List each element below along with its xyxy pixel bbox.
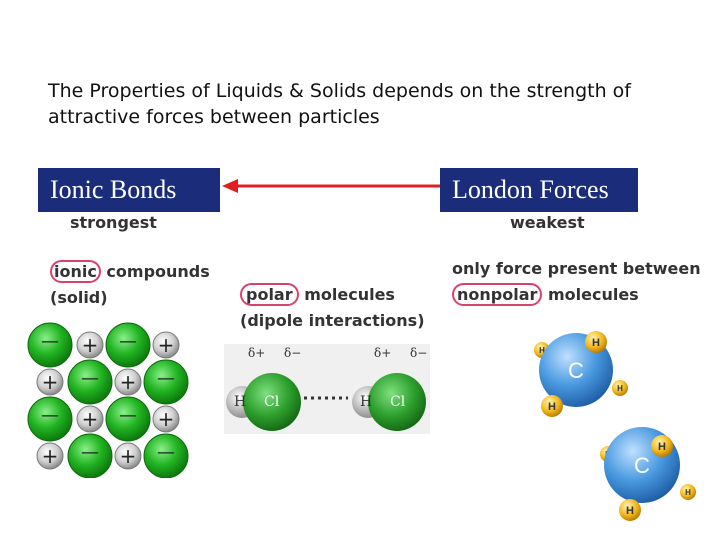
anion-sphere — [143, 433, 189, 478]
plus-sign: + — [120, 444, 137, 468]
anion-sphere — [143, 359, 189, 405]
plus-sign: + — [158, 333, 175, 357]
cation-sphere — [76, 405, 104, 433]
minus-sign: — — [41, 331, 59, 352]
plus-sign: + — [82, 333, 99, 357]
methane-molecules: HHCHHHHCHH — [534, 331, 696, 521]
hydrogen-atom — [651, 435, 673, 457]
london-strength: weakest — [510, 213, 585, 232]
plus-sign: + — [42, 370, 59, 394]
hcl-right-cl-label: Cl — [390, 394, 406, 410]
cation-sphere — [152, 405, 180, 433]
polar-description: polar molecules (dipole interactions) — [240, 282, 425, 334]
plus-sign: + — [82, 407, 99, 431]
carbon-label: C — [634, 453, 650, 478]
ionic-solid-text: (solid) — [50, 288, 108, 307]
hydrogen-label: H — [626, 505, 634, 517]
minus-sign: — — [81, 368, 99, 389]
hydrogen-label: H — [539, 346, 545, 355]
hydrogen-label: H — [685, 488, 691, 497]
nonpolar-molecules-text: molecules — [547, 285, 639, 304]
anion-sphere — [105, 396, 151, 442]
hydrogen-atom — [680, 484, 696, 500]
anion-sphere — [67, 433, 113, 478]
hydrogen-atom — [612, 380, 628, 396]
anion-sphere — [27, 322, 73, 368]
ionic-bonds-box: Ionic Bonds — [38, 168, 220, 212]
hydrogen-atom — [619, 499, 641, 521]
minus-sign: — — [157, 368, 175, 389]
hydrogen-label: H — [548, 401, 556, 413]
hcl-dipole-panel: δ+ δ− δ+ δ− H Cl H Cl — [224, 344, 430, 434]
anion-sphere — [105, 322, 151, 368]
cation-sphere — [76, 331, 104, 359]
minus-sign: — — [119, 405, 137, 426]
cation-sphere — [152, 331, 180, 359]
london-description: only force present between nonpolar mole… — [452, 256, 701, 308]
hcl-left-cl-atom — [243, 373, 301, 431]
ionic-description: ionic compounds (solid) — [50, 259, 210, 311]
hcl-left-h-label: H — [234, 394, 247, 410]
delta-plus-left: δ+ — [248, 346, 266, 360]
minus-sign: — — [81, 442, 99, 463]
polar-highlight: polar — [240, 283, 299, 306]
nonpolar-highlight: nonpolar — [452, 283, 543, 306]
slide-heading: The Properties of Liquids & Solids depen… — [48, 80, 631, 128]
ionic-lattice: — + — + + — + — — + — + + — + — — [27, 322, 189, 478]
ionic-highlight: ionic — [50, 260, 101, 283]
hydrogen-label: H — [617, 384, 623, 393]
plus-sign: + — [42, 444, 59, 468]
cation-sphere — [36, 442, 64, 470]
polar-molecules-text: molecules — [304, 285, 395, 304]
hcl-right-cl-atom — [368, 373, 426, 431]
hydrogen-label: H — [658, 441, 666, 453]
anion-sphere — [67, 359, 113, 405]
cation-sphere — [36, 368, 64, 396]
dipole-text: (dipole interactions) — [240, 311, 425, 330]
strength-arrow — [222, 179, 440, 193]
delta-minus-right: δ− — [410, 346, 428, 360]
plus-sign: + — [158, 407, 175, 431]
ionic-strength: strongest — [70, 213, 157, 232]
delta-plus-right: δ+ — [374, 346, 392, 360]
hydrogen-label: H — [592, 337, 600, 349]
london-line1: only force present between — [452, 259, 701, 278]
plus-sign: + — [120, 370, 137, 394]
cation-sphere — [114, 368, 142, 396]
minus-sign: — — [41, 405, 59, 426]
carbon-label: C — [568, 358, 584, 383]
ionic-bonds-label: Ionic Bonds — [50, 175, 177, 204]
ionic-compounds-text: compounds — [106, 262, 210, 281]
delta-minus-left: δ− — [284, 346, 302, 360]
hcl-right-h-label: H — [360, 394, 373, 410]
hydrogen-atom — [541, 395, 563, 417]
hcl-left-cl-label: Cl — [264, 394, 280, 410]
cation-sphere — [114, 442, 142, 470]
minus-sign: — — [157, 442, 175, 463]
minus-sign: — — [119, 331, 137, 352]
hydrogen-atom — [585, 331, 607, 353]
anion-sphere — [27, 396, 73, 442]
london-forces-label: London Forces — [452, 175, 609, 204]
london-forces-box: London Forces — [440, 168, 638, 212]
